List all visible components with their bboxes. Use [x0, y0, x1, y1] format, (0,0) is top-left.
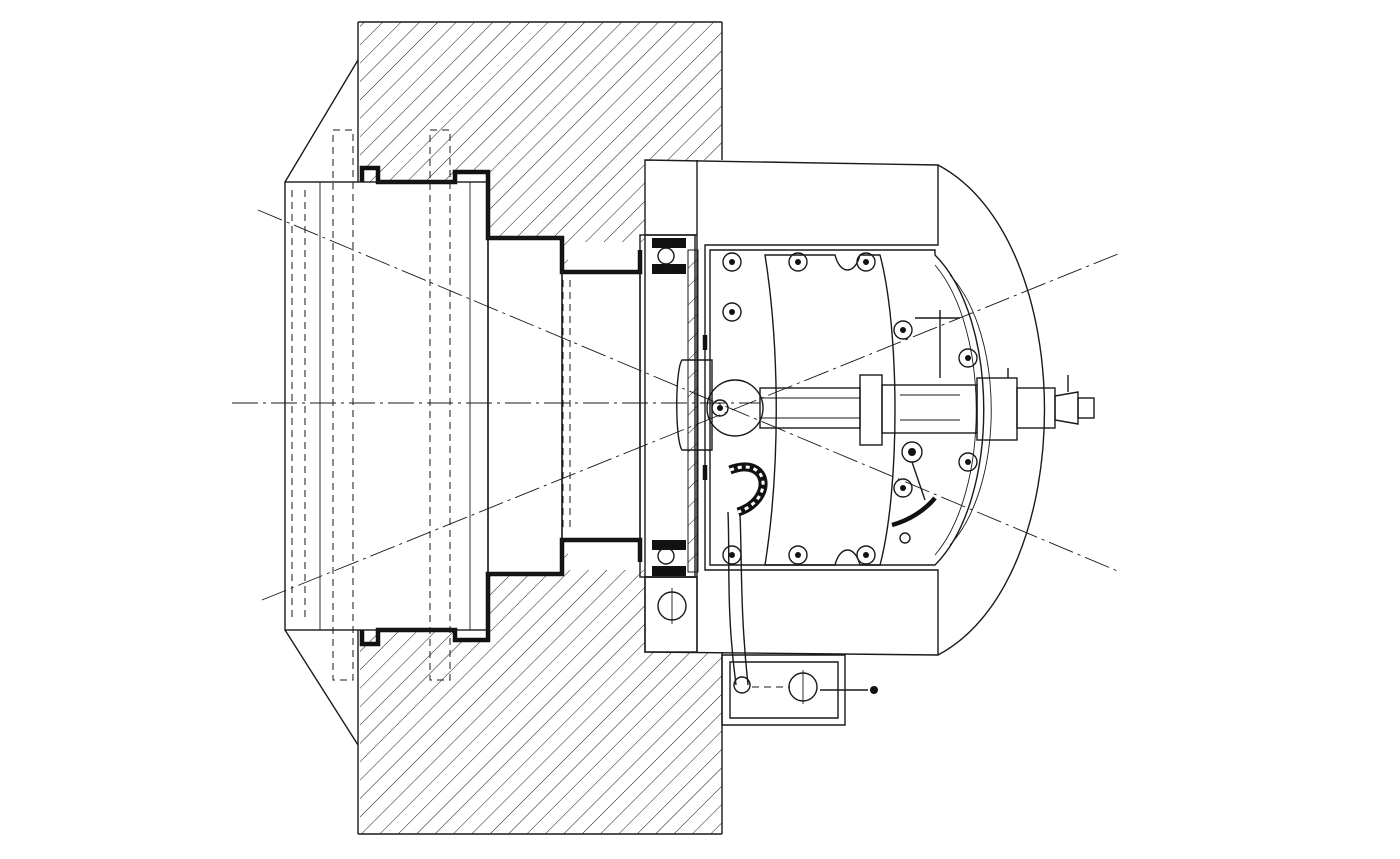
barrel-body — [284, 129, 641, 681]
centerlines — [232, 209, 1121, 601]
wall-section — [357, 21, 723, 835]
ball-joint — [676, 335, 764, 480]
mount-housing — [644, 159, 1046, 656]
feed-hose — [727, 462, 768, 686]
embrasure-splay — [284, 59, 359, 746]
gun-barrel — [759, 368, 1095, 446]
mount-flange — [639, 234, 699, 578]
cradle-cavity — [709, 249, 992, 566]
elevation-mechanism — [891, 310, 960, 544]
lower-bracket — [721, 654, 878, 726]
cradle-bolts — [722, 252, 978, 565]
